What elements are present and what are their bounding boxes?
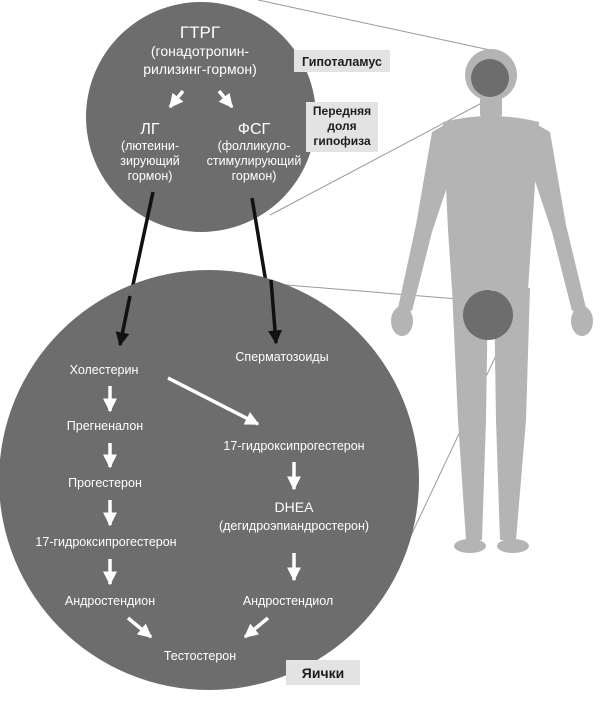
- arrow-gtrg-to-fsg: [217, 89, 234, 109]
- body-neck: [480, 96, 502, 118]
- lg-desc-line1: (лютеини-: [121, 139, 179, 153]
- body-left-hand: [391, 306, 413, 336]
- pituitary-label-box: [306, 102, 378, 152]
- dhea: DHEA: [275, 499, 315, 515]
- body-left-arm: [398, 124, 452, 311]
- testes-label: Яички: [302, 665, 344, 681]
- lg-desc-line2: зирующий: [120, 154, 179, 168]
- connector-top-upper: [257, 0, 491, 51]
- lg-title: ЛГ: [140, 121, 160, 138]
- body-left-foot: [454, 539, 486, 553]
- arrow-lg-to-testes-inner: [115, 295, 132, 347]
- gtrg-desc-line1: (гонадотропин-: [151, 43, 250, 59]
- brain-highlight: [471, 59, 509, 97]
- arrow-androstenedione-to-testosterone: [126, 616, 153, 639]
- testosterone: Тестостерон: [164, 649, 236, 663]
- body-right-foot: [497, 539, 529, 553]
- testes-circle: [0, 270, 419, 690]
- lg-desc-line3: гормон): [128, 169, 173, 183]
- fsg-desc-line3: гормон): [232, 169, 277, 183]
- gtrg-desc-line2: рилизинг-гормон): [143, 61, 257, 77]
- testes-label-box: [286, 660, 360, 685]
- body-torso: [443, 116, 539, 290]
- androstenediol: Андростендиол: [243, 594, 333, 608]
- pituitary-label-line3: гипофиза: [313, 134, 371, 148]
- gtrg-title: ГТРГ: [180, 23, 220, 42]
- pituitary-circle: [86, 2, 316, 232]
- connector-bottom-upper: [261, 282, 471, 301]
- hydroxyprogesterone-left: 17-гидроксипрогестерон: [35, 535, 176, 549]
- progesterone: Прогестерон: [68, 476, 142, 490]
- testes-highlight: [463, 290, 513, 340]
- fsg-desc-line1: (фолликуло-: [218, 139, 291, 153]
- hydroxyprogesterone-right: 17-гидроксипрогестерон: [223, 439, 364, 453]
- body-right-leg: [494, 288, 530, 540]
- fsg-title: ФСГ: [238, 121, 271, 138]
- hypothalamus-label: Гипоталамус: [302, 55, 382, 69]
- arrow-gtrg-to-lg: [168, 89, 185, 109]
- connector-top-lower: [269, 95, 496, 216]
- androstenedione: Андростендион: [65, 594, 155, 608]
- cholesterol: Холестерин: [70, 363, 139, 377]
- body-right-arm: [532, 124, 586, 311]
- fsg-desc-line2: стимулирующий: [207, 154, 302, 168]
- dhea-full-name: (дегидроэпиандростерон): [219, 519, 369, 533]
- arrow-cholesterol-to-17oh-right: [167, 376, 260, 426]
- arrow-fsg-to-sperm-inner: [268, 279, 282, 345]
- sperm: Сперматозоиды: [235, 350, 328, 364]
- pregnenolone: Прегненалон: [67, 419, 144, 433]
- body-left-leg: [452, 288, 488, 540]
- pituitary-label-line1: Передняя: [313, 104, 371, 118]
- body-right-hand: [571, 306, 593, 336]
- arrow-androstenediol-to-testosterone: [243, 616, 270, 639]
- hypothalamus-label-box: [294, 50, 390, 72]
- pituitary-label-line2: доля: [327, 119, 356, 133]
